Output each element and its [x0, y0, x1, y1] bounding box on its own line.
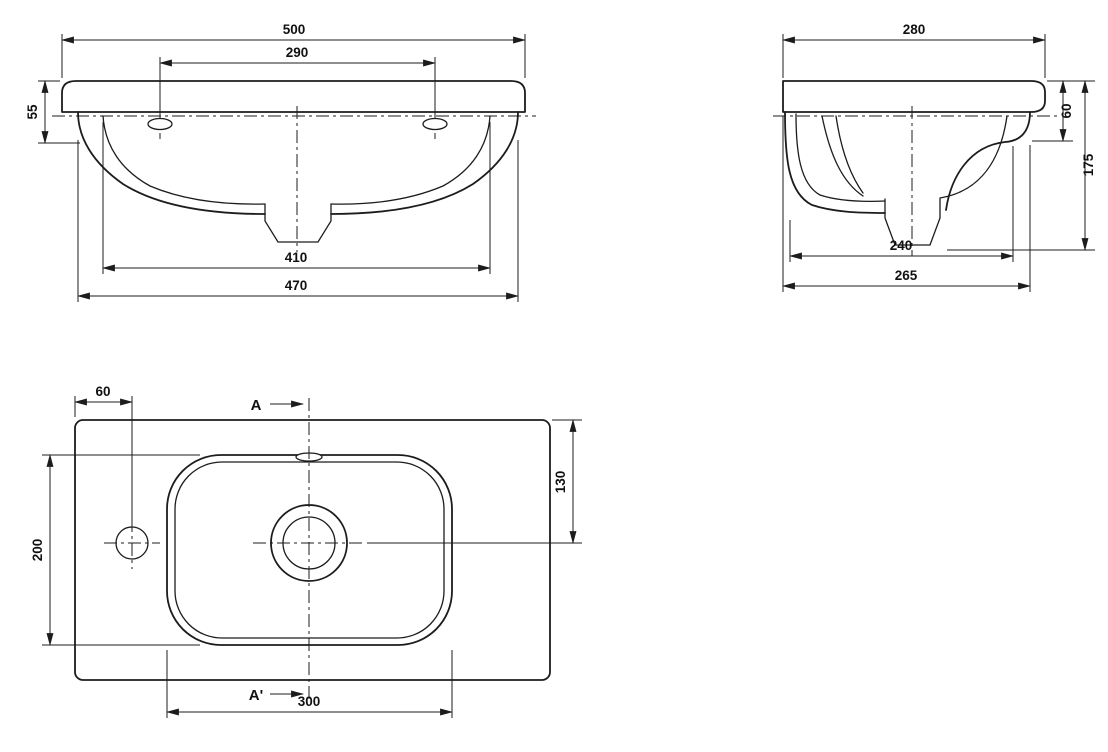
- side-view: 280 60 175 240 265: [773, 22, 1096, 292]
- bowl-outer-wall-right: [330, 111, 519, 215]
- dim-drain-center-offset: 130: [553, 471, 568, 494]
- dim-rim-edge-height: 55: [25, 104, 40, 120]
- drain-outlet: [264, 203, 332, 243]
- bowl-inner-wall-left: [102, 115, 266, 205]
- plan-view: 60 A 130 200 A' 300: [30, 384, 582, 718]
- tap-mounting-hole: [422, 117, 448, 131]
- bowl-corner-curve: [835, 115, 864, 194]
- dim-tap-hole-offset: 60: [95, 384, 110, 399]
- front-wall-inner: [939, 115, 1008, 199]
- section-marker-a-prime: A': [249, 687, 263, 704]
- tap-mounting-hole: [147, 117, 173, 131]
- dim-tap-hole-spacing: 290: [286, 45, 309, 60]
- tap-hole: [115, 526, 149, 560]
- basin-outer-rim: [74, 419, 551, 681]
- dim-bowl-opening-width: 410: [285, 250, 308, 265]
- bowl-corner-curve: [821, 115, 864, 197]
- dim-bowl-depth: 240: [890, 238, 913, 253]
- dim-overall-depth: 280: [903, 22, 926, 37]
- dim-overall-height: 175: [1081, 153, 1096, 176]
- dim-bowl-opening-depth: 200: [30, 539, 45, 562]
- front-view: 500 290 55 410 470: [25, 22, 536, 302]
- dim-overall-width: 500: [283, 22, 306, 37]
- bowl-inner-wall-right: [330, 115, 491, 205]
- dim-front-edge-height: 60: [1059, 103, 1074, 118]
- rim-outline: [61, 80, 526, 113]
- back-wall-outer: [784, 111, 886, 214]
- bowl-outer-wall-left: [77, 111, 266, 215]
- back-wall-inner: [795, 113, 886, 202]
- dim-bowl-opening-width: 300: [298, 694, 321, 709]
- rim-outline: [782, 80, 1046, 113]
- section-marker-a: A: [251, 397, 262, 414]
- dim-body-width: 470: [285, 278, 308, 293]
- dim-body-depth: 265: [895, 268, 918, 283]
- front-apron-outer: [945, 111, 1031, 211]
